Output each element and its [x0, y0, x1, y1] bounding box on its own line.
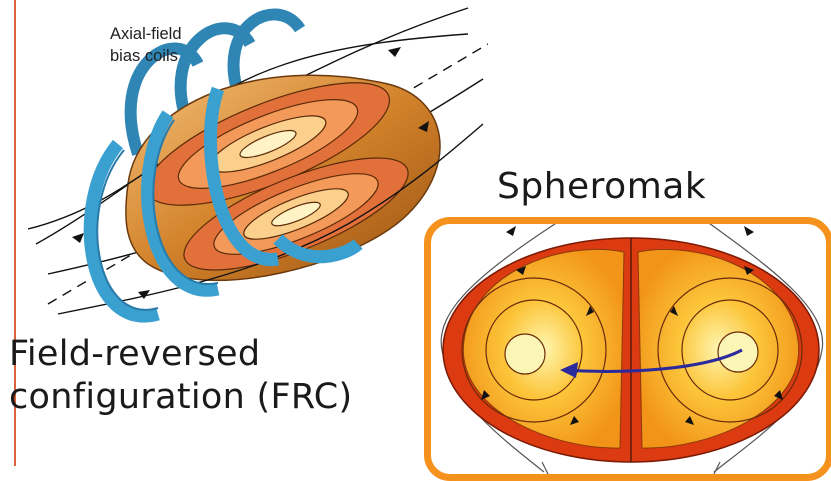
transfer-arrow-icon [560, 348, 743, 378]
spheromak-title: Spheromak [497, 166, 707, 207]
coil-label-line2: bias coils [110, 47, 178, 65]
frc-caption-line1: Field-reversed [9, 334, 261, 374]
spheromak-illustration [440, 217, 824, 478]
coil-label: Axial-field bias coils [110, 23, 182, 67]
spheromak-frame [424, 217, 831, 481]
frc-caption: Field-reversed configuration (FRC) [9, 333, 352, 419]
frc-illustration [28, 7, 488, 323]
bias-coil-icon [83, 86, 363, 323]
frc-caption-line2: configuration (FRC) [9, 377, 353, 417]
left-divider-line [14, 0, 16, 466]
bias-coil-icon [124, 8, 306, 156]
coil-label-line1: Axial-field [110, 25, 182, 43]
